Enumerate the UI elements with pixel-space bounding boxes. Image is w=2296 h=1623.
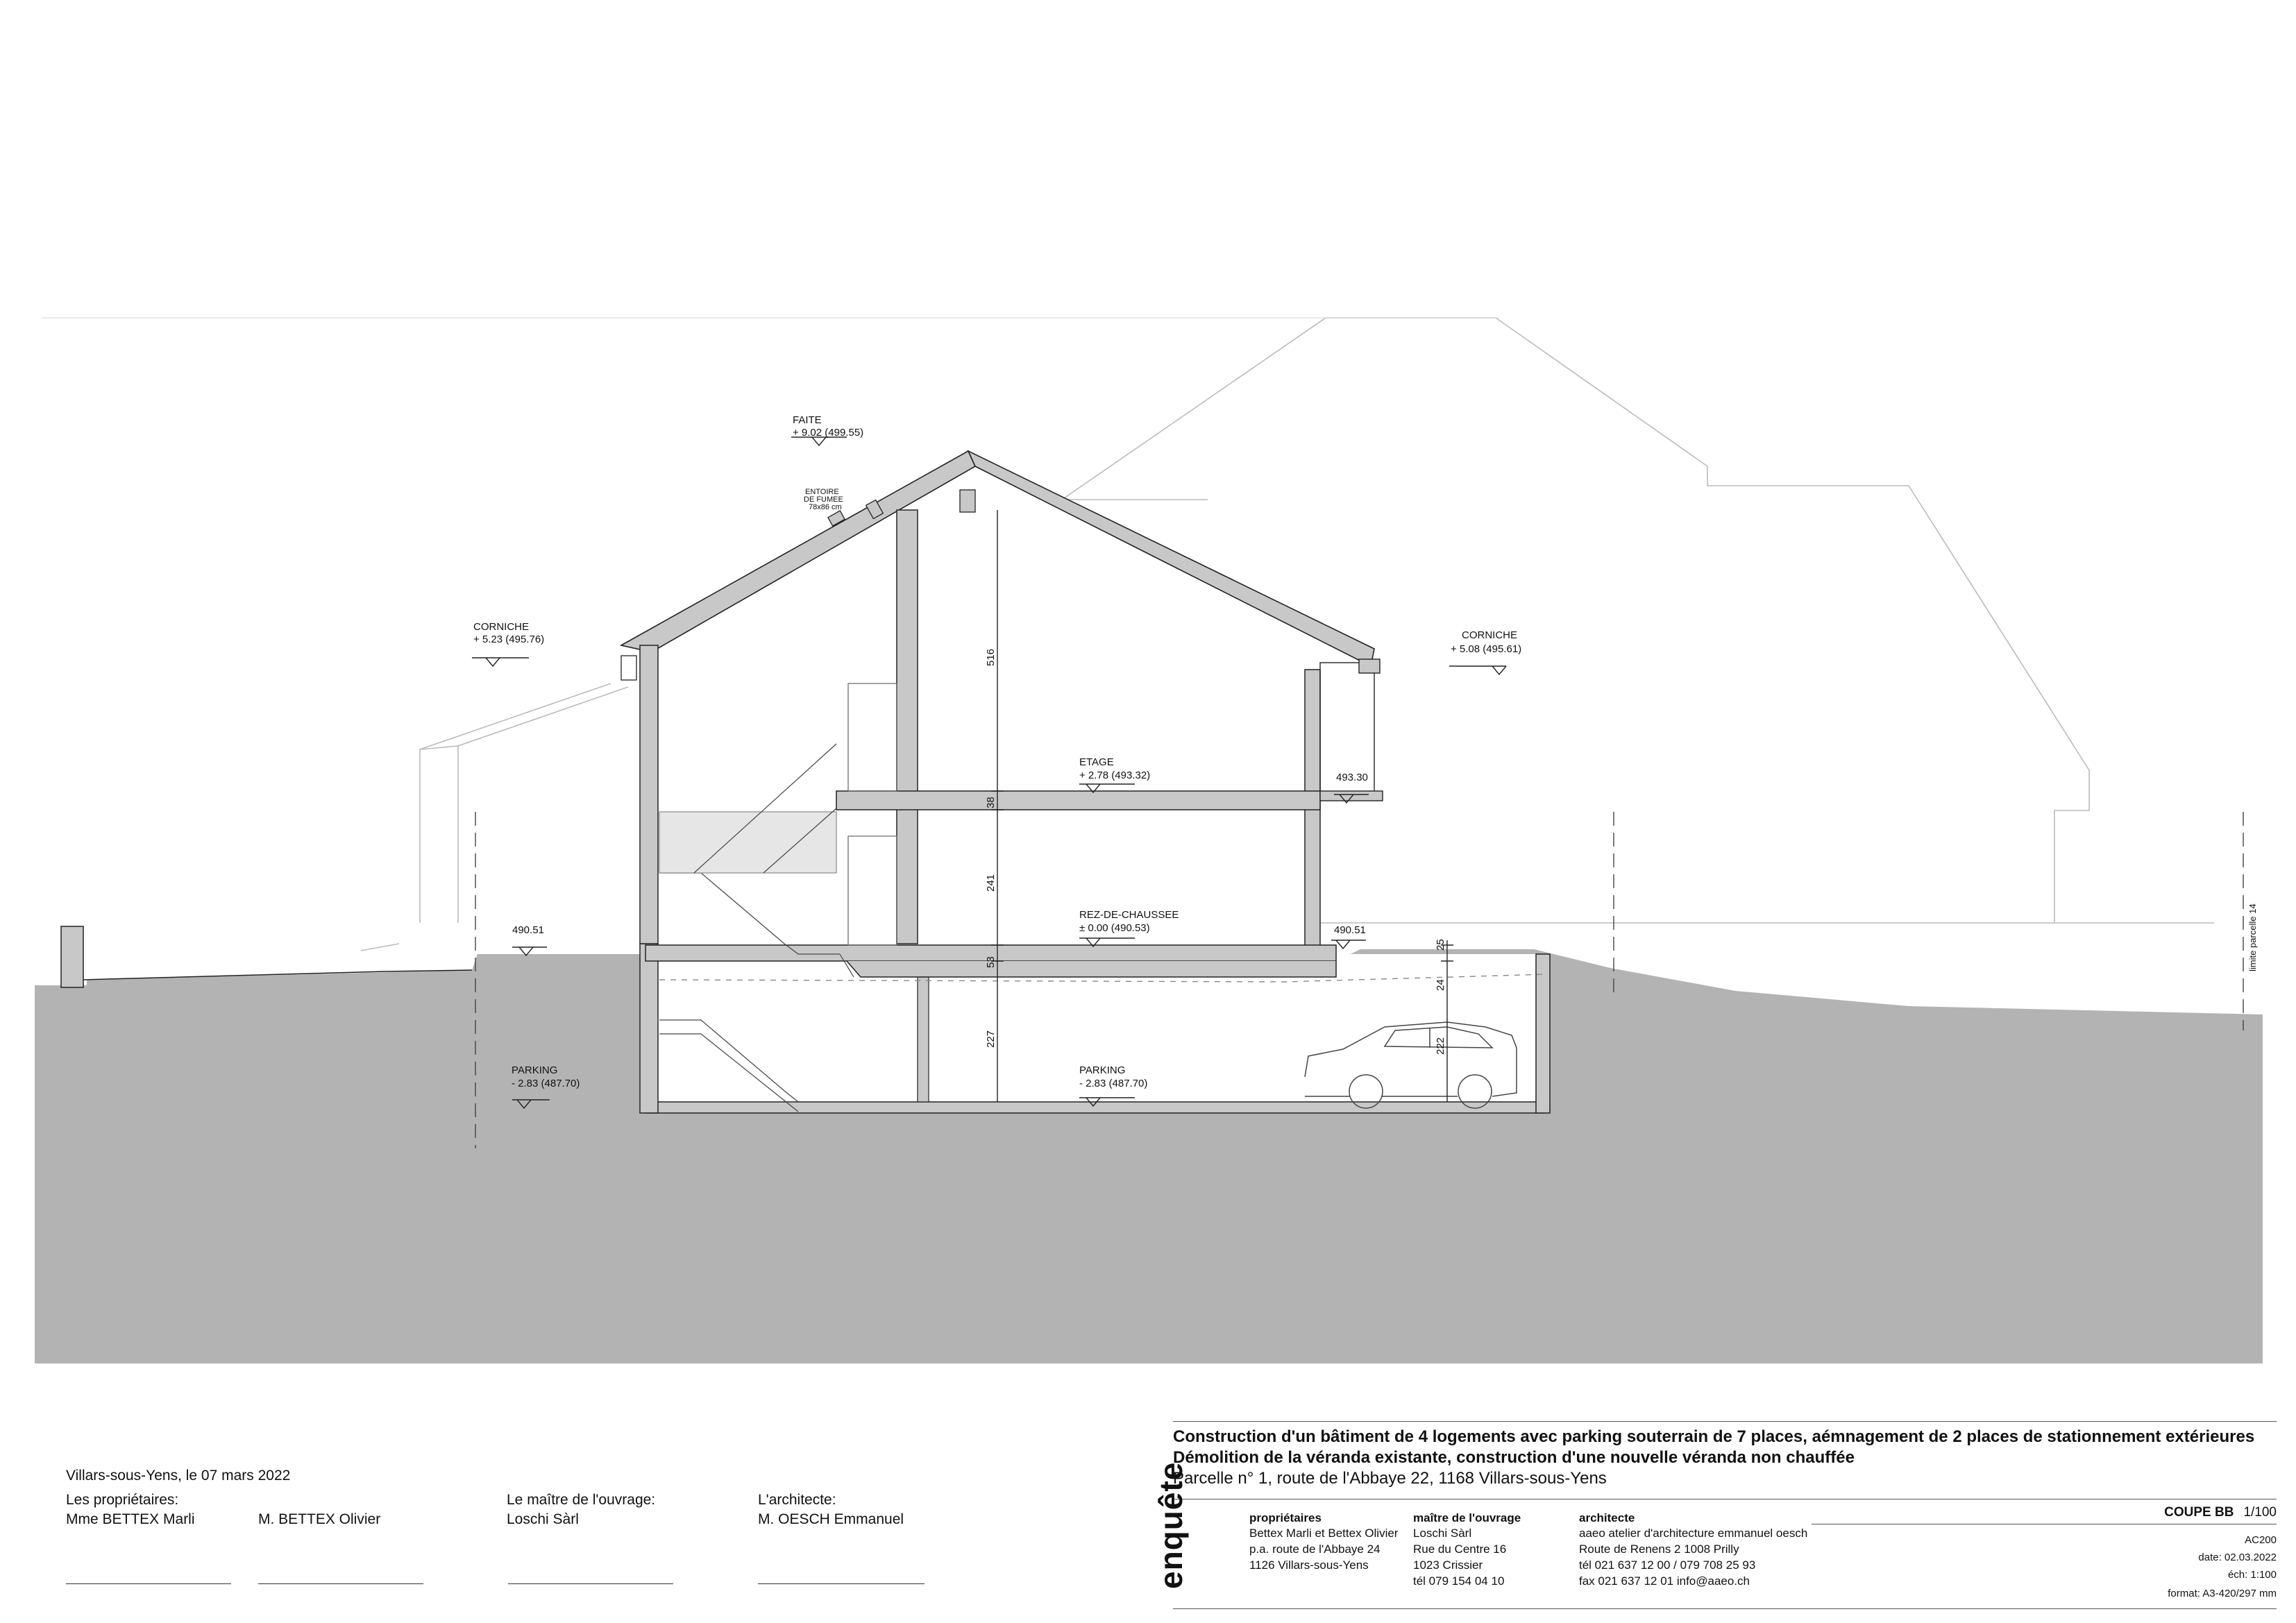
wall-exterior-left: [639, 645, 659, 944]
owner1-name: Mme BETTEX Marli: [66, 1511, 195, 1527]
skylight: [827, 510, 846, 527]
architect-label: L'architecte:: [758, 1492, 836, 1508]
title-rule-bottom: [1173, 1608, 2277, 1609]
tb-architect-title: architecte: [1579, 1511, 1635, 1524]
signature-line-client: [508, 1583, 673, 1584]
tb-client-l3: 1023 Crissier: [1413, 1558, 1483, 1572]
sheet-format: format: A3-420/297 mm: [2168, 1588, 2277, 1599]
rez-slab-step: [846, 960, 1337, 978]
label-corniche-right-name: CORNICHE: [1462, 629, 1517, 641]
place-date: Villars-sous-Yens, le 07 mars 2022: [66, 1468, 291, 1484]
dimension-lines: [991, 510, 1453, 1102]
client-name: Loschi Sàrl: [507, 1511, 579, 1527]
client-label: Le maître de l'ouvrage:: [507, 1492, 656, 1508]
tb-owners-l1: Bettex Marli et Bettex Olivier: [1249, 1527, 1399, 1540]
tb-client-l4: tél 079 154 04 10: [1413, 1574, 1505, 1588]
label-parking-center-level: - 2.83 (487.70): [1079, 1078, 1147, 1089]
ground-line-left: [83, 969, 473, 980]
signature-line-owner2: [258, 1583, 423, 1584]
label-etage-level: + 2.78 (493.32): [1079, 770, 1150, 781]
title-rule-top: [1173, 1421, 2277, 1422]
level-markers: [472, 436, 1507, 1110]
label-spot-mid: 490.51: [1334, 924, 1366, 936]
dim-25: 25: [1435, 939, 1446, 951]
sheet-code: AC200: [2245, 1534, 2277, 1546]
project-line2: Démolition de la véranda existante, cons…: [1173, 1448, 1855, 1467]
boundary-wall: [60, 926, 84, 988]
label-parking-left-name: PARKING: [512, 1064, 557, 1076]
label-limit: limite parcelle 14: [2247, 903, 2258, 971]
label-corniche-right-level: + 5.08 (495.61): [1451, 643, 1521, 655]
basement-wall-left: [639, 943, 659, 1114]
staircase: [659, 743, 854, 1112]
label-entoire-2: DE FUMEE: [804, 495, 843, 504]
tb-architect-l2: Route de Renens 2 1008 Prilly: [1579, 1543, 1739, 1556]
neighbour-building-right: [1061, 317, 2214, 924]
signature-line-owner1: [66, 1583, 231, 1584]
sheet-scale: éch: 1:100: [2227, 1569, 2277, 1581]
floor-etage-slab: [836, 790, 1321, 810]
dim-241: 241: [985, 874, 997, 892]
owners-label: Les propriétaires:: [66, 1492, 179, 1508]
gutter-left: [621, 655, 637, 681]
sheet-title-row: COUPE BB 1/100: [2164, 1506, 2277, 1519]
neighbour-veranda-left: [360, 683, 629, 951]
label-spot-left: 490.51: [512, 924, 544, 936]
wall-exterior-right: [1304, 669, 1321, 962]
label-rez-level: ± 0.00 (490.53): [1079, 922, 1150, 934]
label-corniche-left-name: CORNICHE: [473, 621, 529, 633]
project-line3: Parcelle n° 1, route de l'Abbaye 22, 116…: [1173, 1469, 1607, 1488]
dim-38: 38: [985, 797, 997, 808]
tb-client-l1: Loschi Sàrl: [1413, 1527, 1472, 1540]
label-entoire-3: 78x86 cm: [809, 503, 842, 511]
ground-terrain: [35, 949, 2263, 1363]
label-parking-center-name: PARKING: [1079, 1064, 1125, 1076]
sheet-title: COUPE BB: [2164, 1505, 2234, 1520]
tb-architect-l4: fax 021 637 12 01 info@aaeo.ch: [1579, 1574, 1750, 1588]
tb-client-title: maître de l'ouvrage: [1413, 1511, 1521, 1524]
label-entoire-1: ENTOIRE: [805, 488, 839, 496]
label-rez-name: REZ-DE-CHAUSSEE: [1079, 909, 1179, 921]
tb-architect-l1: aaeo atelier d'architecture emmanuel oes…: [1579, 1527, 1808, 1540]
dim-222: 222: [1435, 1037, 1446, 1055]
axis-lines: [475, 812, 2244, 1148]
label-faite-name: FAITE: [793, 414, 822, 426]
basement-wall-right: [1535, 953, 1551, 1114]
project-line1: Construction d'un bâtiment de 4 logement…: [1173, 1427, 2255, 1446]
tb-client-l2: Rue du Centre 16: [1413, 1543, 1507, 1556]
tb-owners-title: propriétaires: [1249, 1511, 1322, 1524]
roof-left-slope: [619, 450, 977, 653]
label-corniche-left-level: + 5.23 (495.76): [473, 634, 544, 645]
label-parking-left-level: - 2.83 (487.70): [512, 1078, 580, 1089]
dim-516: 516: [985, 649, 997, 666]
basement-void: [645, 954, 1544, 1112]
label-faite-level: + 9.02 (499.55): [793, 427, 863, 439]
car-outline: [1304, 1021, 1517, 1109]
dim-53: 53: [985, 956, 997, 968]
sheet-date: date: 02.03.2022: [2198, 1552, 2277, 1563]
signature-line-architect: [758, 1583, 925, 1584]
wall-interior-core: [896, 509, 918, 944]
dim-24: 24: [1435, 979, 1446, 991]
basement-column: [917, 976, 929, 1103]
project-description: Construction d'un bâtiment de 4 logement…: [1173, 1427, 2254, 1489]
dim-227: 227: [985, 1030, 997, 1048]
sheet-scale-top: 1/100: [2243, 1505, 2277, 1520]
roof-right-slope: [967, 450, 1375, 668]
architect-name: M. OESCH Emmanuel: [758, 1511, 904, 1527]
chimney-box: [959, 489, 976, 513]
stamp-enquete: enquête: [1153, 1461, 1189, 1589]
tb-owners-l3: 1126 Villars-sous-Yens: [1249, 1558, 1369, 1572]
cupboards: [847, 683, 897, 946]
tb-architect-l3: tél 021 637 12 00 / 079 708 25 93: [1579, 1558, 1756, 1572]
label-spot-balcony: 493.30: [1336, 772, 1368, 783]
owner2-name: M. BETTEX Olivier: [258, 1511, 381, 1527]
skylight-2: [865, 499, 884, 520]
tb-owners-l2: p.a. route de l'Abbaye 24: [1249, 1543, 1381, 1556]
label-etage-name: ETAGE: [1079, 756, 1114, 768]
